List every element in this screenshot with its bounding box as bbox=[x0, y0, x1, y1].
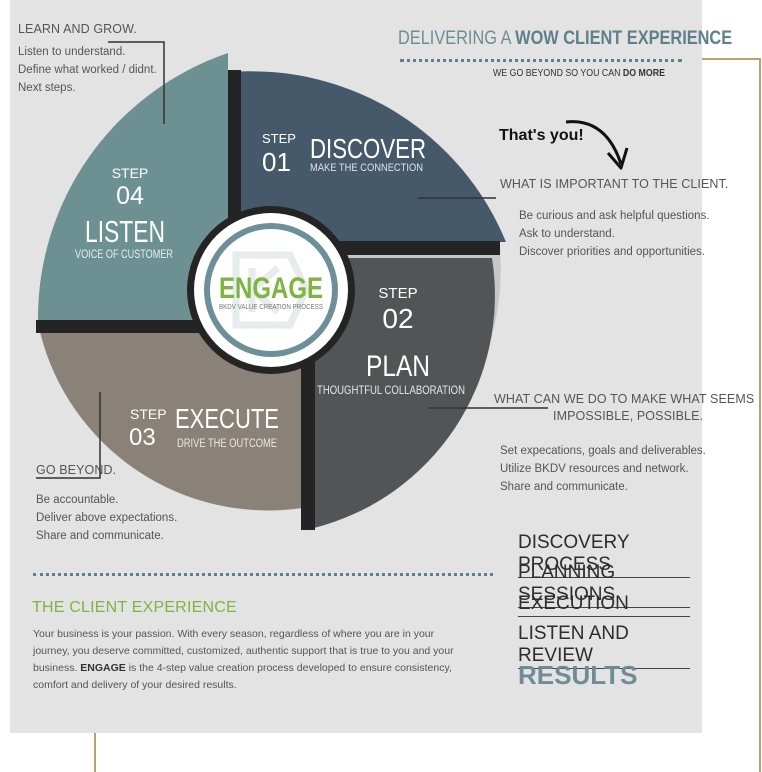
quadrant-listen bbox=[37, 53, 228, 322]
possible-line: Set expecations, goals and deliverables. bbox=[500, 445, 706, 457]
learn-line: Define what worked / didnt. bbox=[18, 64, 157, 76]
step-01-subtitle: MAKE THE CONNECTION bbox=[310, 162, 423, 174]
arrow-head bbox=[606, 147, 629, 170]
client-line-end: is the 4-step value creation process dev… bbox=[125, 662, 452, 674]
possible-list: Set expecations, goals and deliverables.… bbox=[500, 442, 706, 496]
possible-heading-1: WHAT CAN WE DO TO MAKE WHAT SEEMS bbox=[494, 392, 755, 406]
important-list: Be curious and ask helpful questions. As… bbox=[519, 207, 710, 261]
connector-learn bbox=[108, 41, 165, 124]
page-subtitle: WE GO BEYOND SO YOU CAN DO MORE bbox=[493, 68, 665, 79]
gold-line-bottom-left bbox=[94, 733, 96, 772]
beyond-line: Share and communicate. bbox=[36, 530, 164, 542]
step-02-label: STEP bbox=[378, 285, 417, 302]
page-title: DELIVERING A WOW CLIENT EXPERIENCE bbox=[398, 28, 732, 50]
step-01-number: 01 bbox=[262, 147, 291, 177]
quadrant-plan bbox=[312, 258, 495, 528]
beyond-line: Deliver above expectations. bbox=[36, 512, 178, 524]
beyond-heading: GO BEYOND. bbox=[36, 463, 117, 477]
step-03-title: EXECUTE bbox=[175, 403, 279, 434]
client-experience-body: Your business is your passion. With ever… bbox=[33, 626, 483, 694]
center-subtitle: BKDV VALUE CREATION PROCESS bbox=[219, 304, 323, 311]
client-line: business. ENGAGE is the 4-step value cre… bbox=[33, 660, 483, 677]
results-label: RESULTS bbox=[518, 660, 638, 690]
subtitle-prefix: WE GO BEYOND SO YOU CAN bbox=[493, 68, 623, 79]
step-03-label: STEP bbox=[130, 406, 167, 422]
subtitle-bold: DO MORE bbox=[622, 68, 665, 79]
step-02-number: 02 bbox=[382, 303, 413, 334]
process-list-item: LISTEN AND REVIEW bbox=[518, 623, 690, 669]
step-03-number: 03 bbox=[129, 424, 156, 451]
step-04-title: LISTEN bbox=[85, 214, 165, 249]
connector-beyond bbox=[36, 392, 101, 479]
important-line: Discover priorities and opportunities. bbox=[519, 246, 706, 258]
gold-line-right bbox=[759, 58, 761, 772]
header-dotted-divider bbox=[400, 59, 682, 62]
client-line: Your business is your passion. With ever… bbox=[33, 628, 435, 640]
beyond-line: Be accountable. bbox=[36, 494, 119, 506]
learn-line: Listen to understand. bbox=[18, 46, 126, 58]
divider-vertical-top bbox=[228, 70, 241, 240]
client-line-start: business. bbox=[33, 662, 81, 674]
bkdv-logo-watermark bbox=[232, 251, 310, 329]
step-02-title: PLAN bbox=[366, 350, 430, 383]
quadrant-discover bbox=[232, 71, 506, 242]
process-list-item: DISCOVERY PROCESS bbox=[518, 532, 690, 578]
title-bold: WOW CLIENT EXPERIENCE bbox=[515, 28, 733, 49]
step-04-label: STEP bbox=[112, 165, 149, 181]
important-heading: WHAT IS IMPORTANT TO THE CLIENT. bbox=[500, 177, 729, 191]
step-03-subtitle: DRIVE THE OUTCOME bbox=[177, 438, 277, 450]
process-list-item: PLANNING SESSIONS bbox=[518, 562, 690, 608]
step-01-title: DISCOVER bbox=[310, 133, 426, 164]
curved-arrow-icon bbox=[565, 120, 623, 165]
step-02-subtitle: THOUGHTFUL COLLABORATION bbox=[317, 383, 465, 397]
process-list-item: EXECUTION bbox=[518, 593, 690, 617]
possible-line: Utilize BKDV resources and network. bbox=[500, 463, 689, 475]
title-prefix: DELIVERING A bbox=[398, 28, 516, 49]
learn-list: Listen to understand. Define what worked… bbox=[18, 43, 157, 97]
step-04-number: 04 bbox=[116, 182, 144, 210]
callout-text: That's you! bbox=[499, 127, 584, 144]
important-line: Be curious and ask helpful questions. bbox=[519, 210, 710, 222]
client-experience-heading: THE CLIENT EXPERIENCE bbox=[32, 599, 237, 616]
important-line: Ask to understand. bbox=[519, 228, 615, 240]
center-title: ENGAGE bbox=[219, 272, 323, 305]
step-04-subtitle: VOICE OF CUSTOMER bbox=[75, 249, 173, 261]
quadrant-execute bbox=[40, 332, 302, 511]
bottom-dotted-divider bbox=[33, 573, 493, 576]
client-line: journey, you deserve committed, customiz… bbox=[33, 645, 454, 657]
possible-line: Share and communicate. bbox=[500, 481, 628, 493]
possible-heading-2: IMPOSSIBLE, POSSIBLE. bbox=[553, 409, 704, 423]
learn-line: Next steps. bbox=[18, 82, 76, 94]
client-line: comfort and delivery of your desired res… bbox=[33, 679, 237, 691]
gold-line-top bbox=[702, 58, 761, 60]
learn-heading: LEARN AND GROW. bbox=[18, 22, 137, 36]
client-bold-word: ENGAGE bbox=[80, 662, 126, 674]
step-01-label: STEP bbox=[262, 131, 296, 146]
center-face bbox=[210, 229, 332, 351]
beyond-list: Be accountable. Deliver above expectatio… bbox=[36, 491, 177, 545]
